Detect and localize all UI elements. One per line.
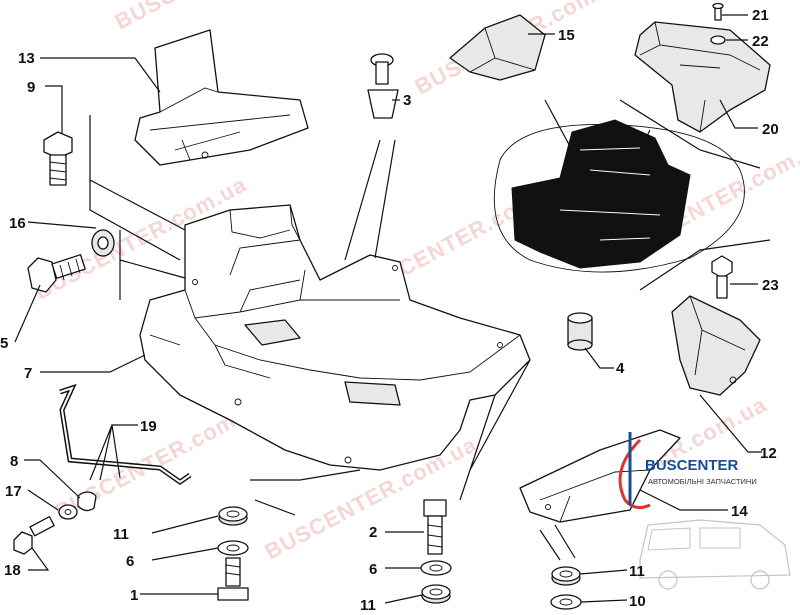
callout-9: 9: [27, 79, 35, 96]
part-21-screw: [712, 2, 724, 21]
part-9-bolt: [43, 131, 73, 186]
callout-4: 4: [616, 360, 625, 377]
part-11-nut: [218, 506, 248, 526]
part-2-bolt: [423, 499, 447, 555]
buscenter-logo: BUSCENTER АВТОМОБІЛЬНІ ЗАПЧАСТИНИ: [618, 432, 791, 590]
callout-18: 18: [4, 562, 21, 579]
part-15-cover: [449, 14, 546, 81]
part-8-clip: [77, 491, 97, 512]
callout-numbers: 1 2 3 4 5 6 6 7 8 9 10 11 11 11 12 13 14…: [0, 7, 779, 614]
callout-1: 1: [130, 587, 138, 604]
callout-6: 6: [369, 561, 377, 578]
engine-block: [493, 119, 745, 273]
callout-8: 8: [10, 453, 18, 470]
callout-12: 12: [760, 445, 777, 462]
part-18-bolt: [13, 516, 55, 555]
callout-23: 23: [762, 277, 779, 294]
callout-2: 2: [369, 524, 377, 541]
callout-21: 21: [752, 7, 769, 24]
part-6-washer: [420, 560, 452, 576]
callout-19: 19: [140, 418, 157, 435]
callout-20: 20: [762, 121, 779, 138]
part-22-washer: [710, 35, 726, 45]
part-13-shield: [134, 29, 309, 166]
callout-22: 22: [752, 33, 769, 50]
logo-name: BUSCENTER: [645, 457, 739, 474]
callout-11: 11: [360, 597, 376, 614]
leader-lines: [14, 14, 771, 604]
watermark-text: BUSCENTER.com.ua: [111, 0, 331, 34]
part-5-bolt: [27, 254, 86, 293]
part-16-washer: [91, 229, 115, 257]
part-14-lower-shield: [519, 429, 681, 523]
part-3-push-clip: [367, 53, 399, 119]
callout-5: 5: [0, 335, 8, 352]
part-6-washer: [217, 540, 249, 556]
callout-7: 7: [24, 365, 32, 382]
part-11-nut: [551, 566, 581, 586]
callout-3: 3: [403, 92, 411, 109]
callout-6: 6: [126, 553, 134, 570]
part-1-bolt: [217, 557, 249, 601]
callout-15: 15: [558, 27, 575, 44]
part-7-skid-plate: [139, 204, 531, 471]
part-10-washer: [550, 594, 582, 610]
callout-17: 17: [5, 483, 22, 500]
callout-11: 11: [113, 526, 129, 543]
part-23-bolt: [711, 255, 733, 299]
part-19-stabilizer-bar: [59, 383, 192, 486]
part-11-nut: [421, 584, 451, 604]
callout-16: 16: [9, 215, 26, 232]
part-20-engine-cover: [634, 21, 771, 133]
callout-14: 14: [731, 503, 748, 520]
callout-10: 10: [629, 593, 646, 610]
part-12-heat-shield: [671, 295, 761, 396]
part-4-bushing: [567, 312, 593, 351]
logo-tagline: АВТОМОБІЛЬНІ ЗАПЧАСТИНИ: [648, 477, 757, 486]
callout-11: 11: [629, 563, 645, 580]
van-icon: [639, 519, 791, 590]
callout-13: 13: [18, 50, 35, 67]
part-17-washer: [58, 504, 78, 520]
